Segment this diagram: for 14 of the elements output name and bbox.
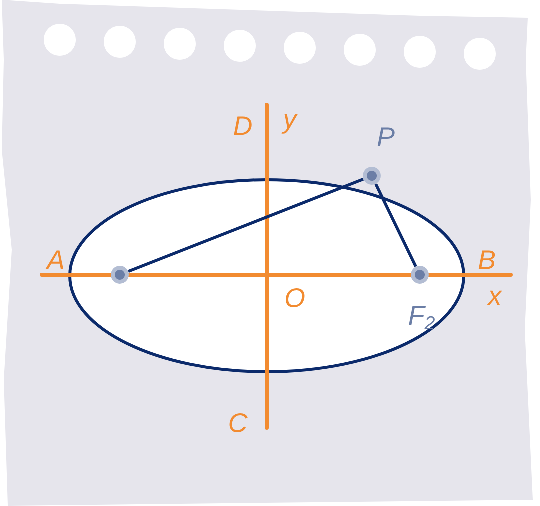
focus-point [411,266,429,284]
axis-label: x [487,290,503,306]
point-label: F$_{2}$ [409,306,435,330]
point-label: P [378,128,395,146]
line-segment [128,178,364,274]
axis-label: B [478,250,496,270]
focus-point [363,167,381,185]
axis-label: y [282,114,298,134]
axis-label: C [230,413,248,433]
axis-label: O [286,288,305,308]
axis-label: D [234,116,252,136]
axis-label: A [46,250,64,270]
focus-point [111,266,129,284]
line-segment [374,184,418,268]
